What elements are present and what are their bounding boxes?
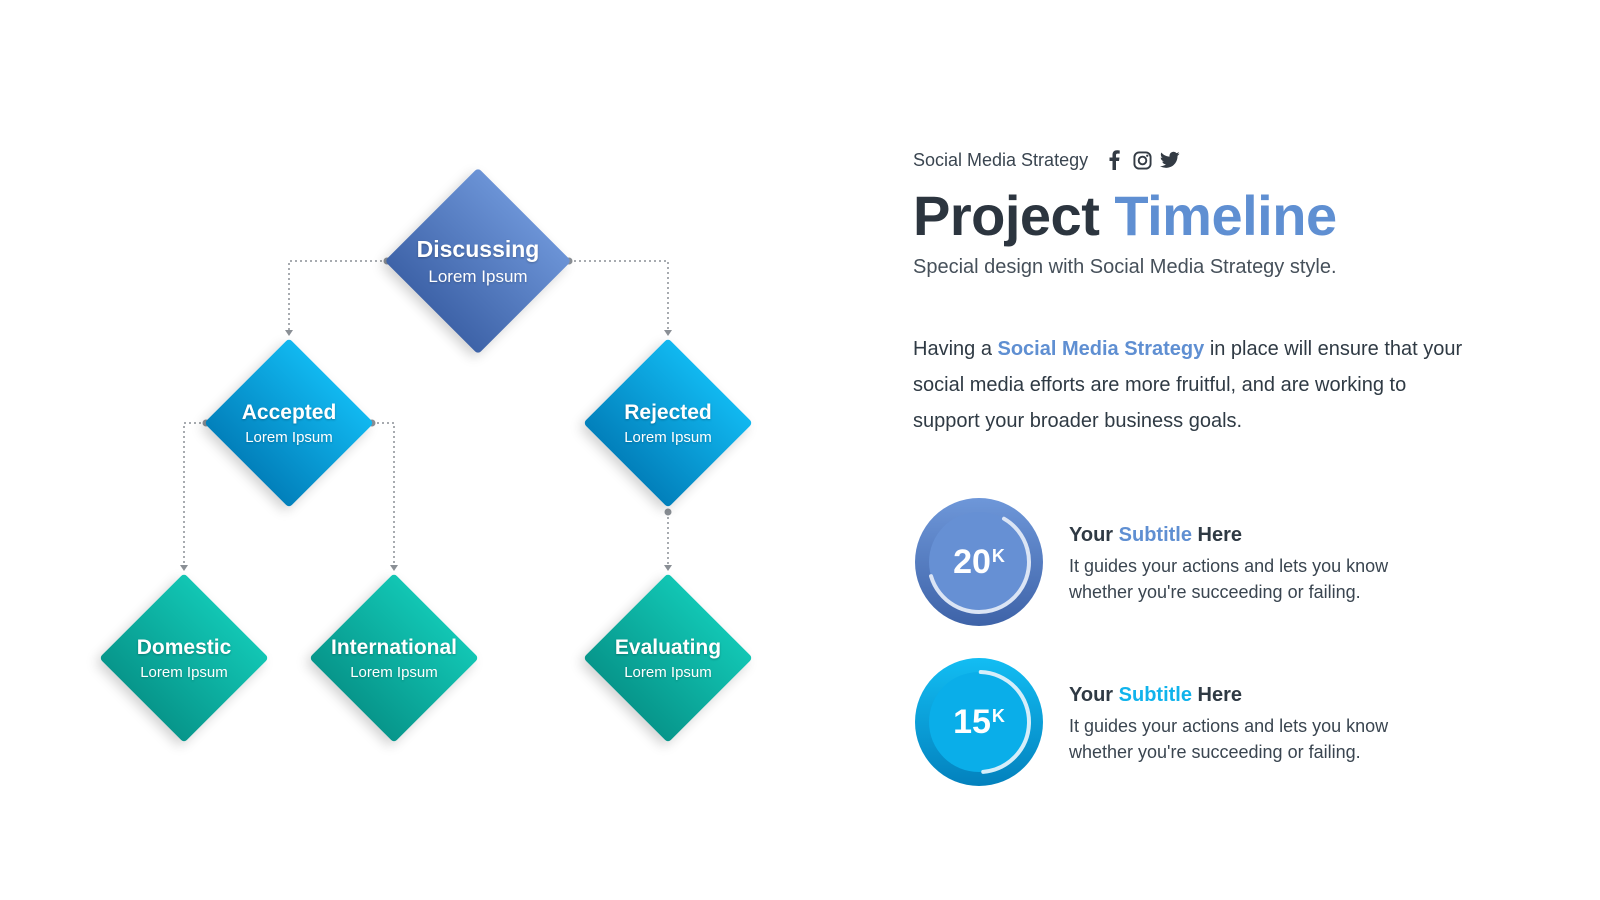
stat-title: Your Subtitle Here [1069, 524, 1449, 547]
stat-title-pre: Your [1069, 524, 1114, 546]
node-title: Discussing [416, 235, 540, 262]
tagline: Special design with Social Media Strateg… [913, 256, 1337, 278]
body-highlight: Social Media Strategy [997, 338, 1205, 360]
node-rejected: Rejected Lorem Ipsum [583, 338, 753, 508]
flow-diagram: Discussing Lorem Ipsum Accepted Lorem Ip… [99, 167, 753, 743]
connector-line [372, 422, 395, 569]
stat-number: 20 [953, 542, 991, 581]
node-subtitle: Lorem Ipsum [624, 663, 712, 681]
connector-line [569, 260, 669, 334]
page-title: Project Timeline [913, 184, 1533, 248]
stat-title-post: Here [1197, 524, 1243, 546]
facebook-icon[interactable] [1104, 150, 1124, 170]
stat-title-post: Here [1197, 684, 1243, 706]
twitter-icon[interactable] [1160, 150, 1180, 170]
social-icons [1104, 150, 1180, 170]
node-domestic: Domestic Lorem Ipsum [99, 573, 269, 743]
stat-suffix: K [991, 705, 1005, 726]
stat-number: 15 [953, 702, 991, 741]
node-subtitle: Lorem Ipsum [350, 663, 438, 681]
info-panel: Social Media Strategy Project Timeline S… [913, 140, 1533, 786]
body-paragraph: Having a Social Media Strategy in place … [913, 331, 1473, 439]
instagram-icon[interactable] [1132, 150, 1152, 170]
body-pre: Having a [913, 338, 992, 360]
stat-title-accent: Subtitle [1118, 524, 1192, 546]
stat-text: Your Subtitle Here It guides your action… [1069, 684, 1449, 765]
title-accent: Timeline [1114, 184, 1337, 247]
node-subtitle: Lorem Ipsum [245, 428, 333, 446]
stat-description: It guides your actions and lets you know… [1069, 716, 1389, 762]
node-accepted: Accepted Lorem Ipsum [204, 338, 374, 508]
node-international: International Lorem Ipsum [309, 573, 479, 743]
stat-title-accent: Subtitle [1118, 684, 1192, 706]
node-title: Evaluating [614, 635, 722, 659]
node-title: Domestic [136, 635, 232, 659]
progress-ring [915, 658, 1043, 786]
stat-description: It guides your actions and lets you know… [1069, 556, 1389, 602]
brand-row: Social Media Strategy [913, 140, 1533, 180]
node-discussing: Discussing Lorem Ipsum [384, 167, 572, 355]
connector-arrow [390, 565, 398, 571]
connector-line [183, 422, 206, 569]
stat-text: Your Subtitle Here It guides your action… [1069, 524, 1449, 605]
connector-arrow [180, 565, 188, 571]
node-title: Accepted [241, 400, 337, 424]
stat-title-pre: Your [1069, 684, 1114, 706]
body-post: in place will ensure that your social me… [913, 338, 1463, 432]
progress-ring [915, 498, 1043, 626]
node-title: International [330, 635, 457, 659]
node-title: Rejected [624, 400, 712, 424]
connector-lines [180, 257, 672, 571]
stat-suffix: K [991, 545, 1005, 566]
connector-arrow [664, 565, 672, 571]
node-subtitle: Lorem Ipsum [428, 266, 528, 286]
connector-arrow [285, 330, 293, 336]
title-dark: Project [913, 184, 1100, 247]
node-subtitle: Lorem Ipsum [624, 428, 712, 446]
brand-label: Social Media Strategy [913, 149, 1089, 170]
connector-line [288, 260, 387, 334]
stat-title: Your Subtitle Here [1069, 684, 1449, 707]
connector-arrow [664, 330, 672, 336]
node-subtitle: Lorem Ipsum [140, 663, 228, 681]
node-evaluating: Evaluating Lorem Ipsum [583, 573, 753, 743]
